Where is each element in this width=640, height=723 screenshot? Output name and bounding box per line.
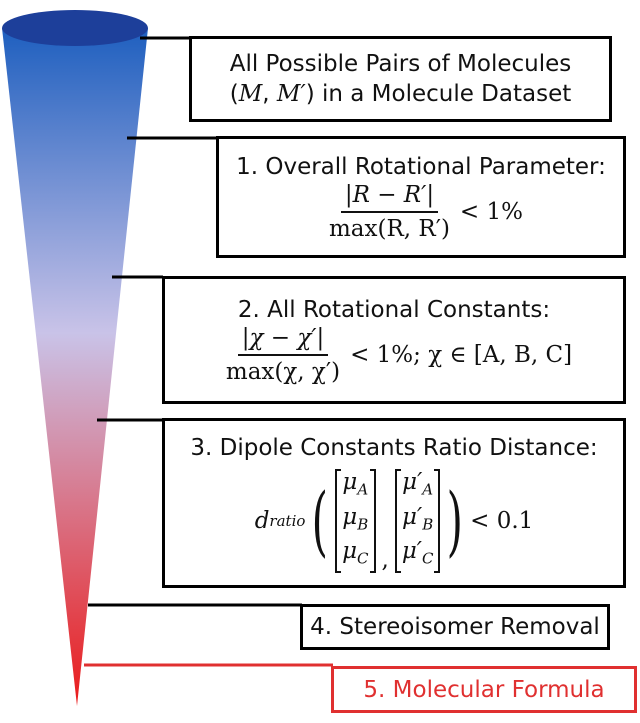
vec2-mu-b: μ′ [402, 503, 423, 530]
step-box-overall-rotational: 1. Overall Rotational Parameter: |R − R′… [216, 136, 626, 258]
step3-vector-1: μA μB μC [335, 469, 376, 573]
vec1-mu-a: μ [342, 469, 358, 496]
step1-condition: < 1% [459, 199, 523, 225]
step5-title: 5. Molecular Formula [363, 676, 605, 703]
step1-formula: |R − R′| max(R, R′) < 1% [319, 182, 523, 242]
pair-comma: , [262, 81, 277, 107]
step2-numerator: |χ − χ′| [237, 325, 329, 356]
vec2-row-a: μ′A [402, 469, 433, 504]
vec1-row-b: μB [342, 504, 368, 539]
step1-numerator: |R − R′| [340, 182, 439, 213]
all-pairs-line2: (M, M′) in a Molecule Dataset [230, 79, 572, 109]
step-box-stereoisomer: 4. Stereoisomer Removal [300, 604, 610, 650]
vec1-row-a: μA [342, 469, 368, 504]
vec1-sub-a: A [357, 480, 369, 499]
step3-close-paren: ) [447, 476, 464, 565]
step3-ratio: ratio [269, 512, 306, 530]
step-box-rotational-constants: 2. All Rotational Constants: |χ − χ′| ma… [162, 276, 626, 404]
pair-close-text: ) in a Molecule Dataset [305, 81, 572, 107]
vec1-mu-b: μ [342, 503, 358, 530]
pair-m-prime: M′ [276, 81, 306, 107]
step3-condition: < 0.1 [470, 508, 534, 534]
step3-vector-sep: , [381, 546, 389, 573]
step2-title: 2. All Rotational Constants: [237, 297, 551, 323]
step-box-molecular-formula: 5. Molecular Formula [331, 666, 637, 713]
pair-m: M [238, 81, 263, 107]
pair-open-paren: ( [229, 81, 239, 107]
step3-vector-2: μ′A μ′B μ′C [394, 469, 441, 573]
step4-title: 4. Stereoisomer Removal [310, 614, 600, 640]
vec1-sub-c: C [357, 549, 369, 568]
step2-formula: |χ − χ′| max(χ, χ′) < 1%; χ ∈ [A, B, C] [216, 325, 572, 385]
step1-title: 1. Overall Rotational Parameter: [236, 154, 606, 180]
step2-fraction: |χ − χ′| max(χ, χ′) [222, 325, 344, 385]
vec2-mu-a: μ′ [402, 469, 423, 496]
vec2-row-b: μ′B [402, 504, 433, 539]
funnel-cone [2, 28, 148, 706]
step1-fraction: |R − R′| max(R, R′) [325, 182, 454, 242]
vec1-mu-c: μ [342, 538, 358, 565]
all-pairs-line1: All Possible Pairs of Molecules [229, 51, 572, 77]
vec2-sub-a: A [422, 480, 434, 499]
step3-d: d [254, 508, 270, 534]
step2-condition: < 1%; χ ∈ [A, B, C] [350, 342, 573, 368]
vec1-sub-b: B [357, 515, 369, 534]
step3-title: 3. Dipole Constants Ratio Distance: [190, 435, 598, 462]
step1-denominator: max(R, R′) [329, 216, 450, 242]
vec2-sub-c: C [421, 549, 434, 568]
funnel-rim [2, 10, 148, 46]
step2-denominator: max(χ, χ′) [225, 359, 341, 385]
vec2-sub-b: B [422, 515, 434, 534]
vec2-row-c: μ′C [402, 538, 434, 573]
vec2-mu-c: μ′ [401, 538, 422, 565]
step3-open-paren: ( [312, 476, 329, 565]
vec1-row-c: μC [342, 538, 368, 573]
step-box-all-pairs: All Possible Pairs of Molecules (M, M′) … [189, 36, 612, 122]
